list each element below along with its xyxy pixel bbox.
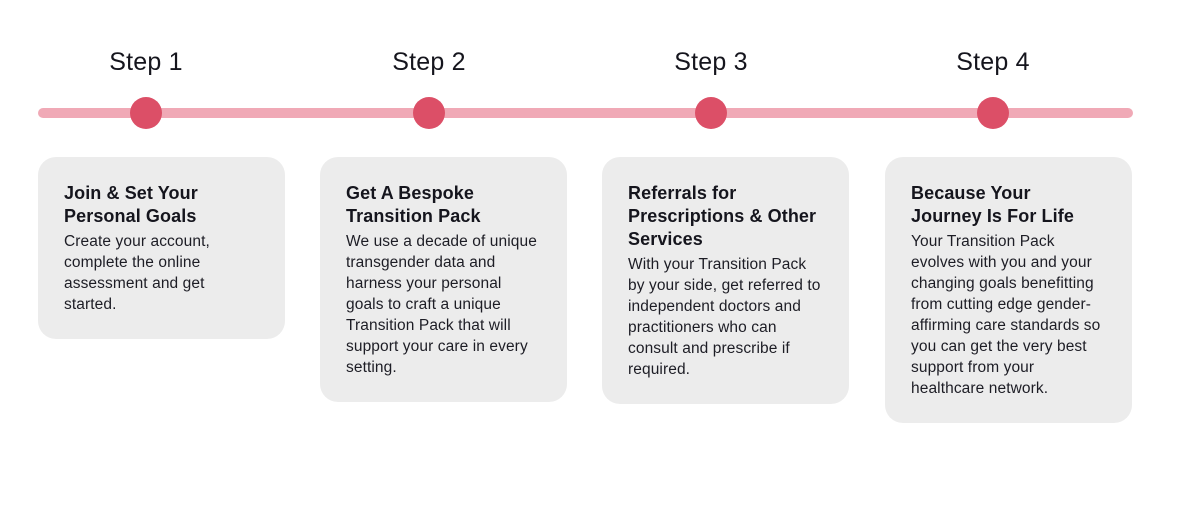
step-4-label: Step 4 <box>956 48 1030 76</box>
timeline-dot-step-2 <box>413 97 445 129</box>
step-4-card: Because Your Journey Is For Life Your Tr… <box>885 157 1132 423</box>
step-1-label: Step 1 <box>109 48 183 76</box>
step-1-card-title: Join & Set Your Personal Goals <box>64 183 198 226</box>
timeline-rail <box>38 108 1133 118</box>
step-2-card-title: Get A Bespoke Transition Pack <box>346 183 481 226</box>
timeline-dot-step-3 <box>695 97 727 129</box>
step-3-card-title: Referrals for Prescriptions & Other Serv… <box>628 183 817 249</box>
step-2-card-description: We use a decade of unique transgender da… <box>346 233 537 376</box>
step-3-label: Step 3 <box>674 48 748 76</box>
step-2-card: Get A Bespoke Transition Pack We use a d… <box>320 157 567 402</box>
step-1-card: Join & Set Your Personal Goals Create yo… <box>38 157 285 339</box>
timeline-dot-step-4 <box>977 97 1009 129</box>
step-4-card-description: Your Transition Pack evolves with you an… <box>911 233 1101 397</box>
step-2-label: Step 2 <box>392 48 466 76</box>
step-4-card-title: Because Your Journey Is For Life <box>911 183 1074 226</box>
step-1-card-description: Create your account, complete the online… <box>64 233 210 313</box>
step-3-card-description: With your Transition Pack by your side, … <box>628 256 821 378</box>
timeline-dot-step-1 <box>130 97 162 129</box>
step-3-card: Referrals for Prescriptions & Other Serv… <box>602 157 849 404</box>
